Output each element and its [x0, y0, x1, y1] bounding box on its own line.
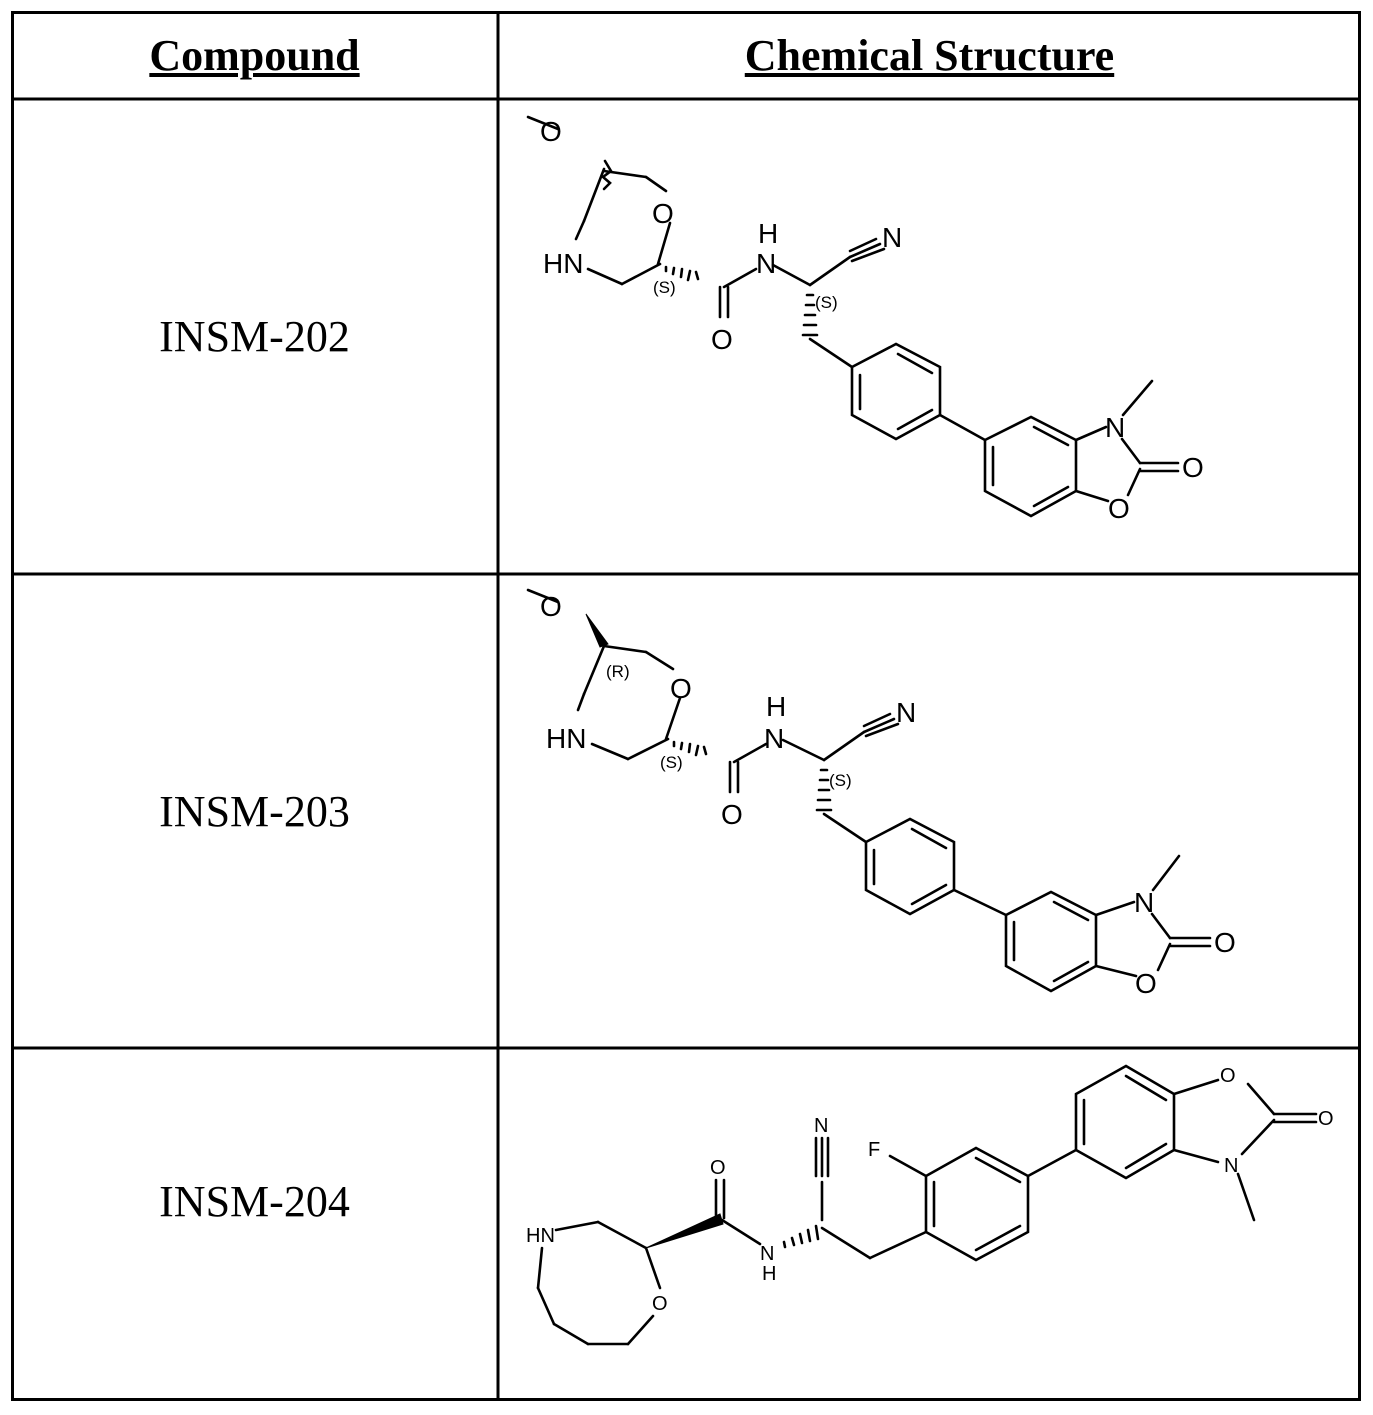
atom-label: O: [721, 799, 743, 830]
atom-label: N: [756, 248, 776, 279]
atom-label: N: [764, 723, 784, 754]
stereo-label: (S): [829, 771, 852, 790]
atom-label: O: [652, 198, 674, 229]
atom-label: O: [540, 116, 562, 147]
atom-label: O: [1108, 493, 1130, 524]
atom-label: N: [1105, 412, 1125, 443]
atom-label: HN: [543, 248, 583, 279]
atom-label: F: [868, 1139, 880, 1161]
structure-drawing-insm-203: O O HN H N N O N O O (R) (S) (S): [498, 574, 1361, 1048]
structure-drawing-insm-204: HN O O N H N F O O N: [498, 1048, 1361, 1401]
stereo-label: (S): [653, 278, 676, 297]
atom-label: H: [762, 1263, 776, 1285]
atom-label: N: [882, 222, 902, 253]
structure-row-2: O O HN H N N O N O O (R) (S) (S): [498, 574, 1361, 1048]
atom-label: H: [766, 691, 786, 722]
stereo-label: (S): [660, 753, 683, 772]
atom-label: O: [1135, 968, 1157, 999]
structure-drawing-insm-202: O O HN H N N O N O O (S) (S): [498, 99, 1361, 574]
atom-label: O: [1182, 452, 1204, 483]
stereo-label: (S): [815, 293, 838, 312]
atom-label: O: [1214, 927, 1236, 958]
atom-label: HN: [546, 723, 586, 754]
atom-label: O: [710, 1157, 726, 1179]
atom-label: O: [540, 591, 562, 622]
atom-label: N: [1224, 1155, 1238, 1177]
atom-label: N: [760, 1243, 774, 1265]
header-chemical-structure: Chemical Structure: [498, 11, 1361, 99]
atom-label: O: [711, 324, 733, 355]
compound-name-row-1: INSM-202: [11, 99, 498, 574]
atom-label: O: [670, 673, 692, 704]
atom-label: O: [652, 1293, 668, 1315]
compound-table: Compound Chemical Structure INSM-202: [11, 11, 1361, 1401]
atom-label: O: [1318, 1108, 1334, 1130]
atom-label: O: [1220, 1065, 1236, 1087]
structure-row-1: O O HN H N N O N O O (S) (S): [498, 99, 1361, 574]
atom-label: N: [896, 697, 916, 728]
compound-name-row-3: INSM-204: [11, 1048, 498, 1354]
atom-label: H: [758, 218, 778, 249]
compound-name-row-2: INSM-203: [11, 574, 498, 1048]
atom-label: N: [1134, 887, 1154, 918]
header-compound: Compound: [11, 11, 498, 99]
atom-label: HN: [526, 1225, 555, 1247]
atom-label: N: [814, 1115, 828, 1137]
structure-row-3: HN O O N H N F O O N: [498, 1048, 1361, 1401]
stereo-label: (R): [606, 662, 630, 681]
